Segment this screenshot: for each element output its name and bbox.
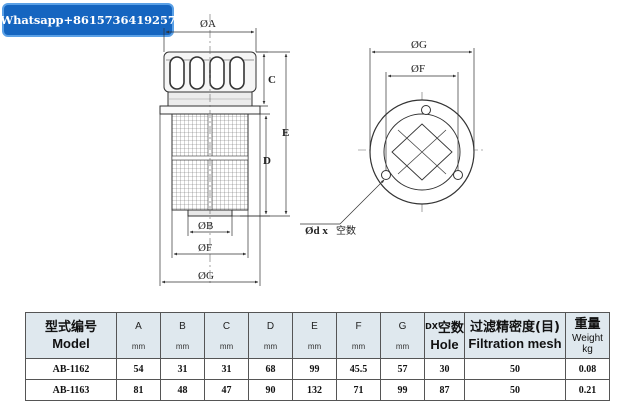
dim-e-label: E bbox=[282, 127, 289, 139]
cell-b: 48 bbox=[160, 379, 205, 401]
cell-d: 68 bbox=[248, 358, 293, 380]
table-row: AB-1163 81 48 47 90 132 71 99 87 50 0.21 bbox=[25, 379, 610, 401]
dim-b-label: ØB bbox=[198, 220, 213, 232]
top-dim-f bbox=[385, 72, 459, 170]
flange-inner-circle bbox=[383, 113, 461, 191]
dim-e bbox=[232, 51, 290, 217]
dim-f bbox=[171, 210, 249, 258]
dim-a-label: ØA bbox=[200, 18, 216, 30]
cell-e: 99 bbox=[292, 358, 337, 380]
header-hole: DX空数 Hole bbox=[424, 312, 465, 359]
dim-a bbox=[163, 28, 257, 52]
cell-c: 31 bbox=[204, 358, 249, 380]
cell-d: 90 bbox=[248, 379, 293, 401]
cell-mesh: 50 bbox=[464, 379, 566, 401]
top-dim-f-label: ØF bbox=[411, 63, 425, 75]
hole-label: Ød x bbox=[305, 225, 328, 237]
top-view-flange: ØG ØF Ød x 空数 bbox=[300, 39, 486, 237]
dim-c-label: C bbox=[268, 74, 276, 86]
header-weight: 重量 Weight kg bbox=[565, 312, 610, 359]
top-dim-g-label: ØG bbox=[411, 39, 427, 51]
technical-drawing: ØA C D E ØB ØF bbox=[159, 14, 486, 286]
cap-slots bbox=[169, 56, 245, 90]
dim-f-label: ØF bbox=[198, 242, 212, 254]
hole-label-cn: 空数 bbox=[336, 224, 356, 237]
cell-weight: 0.08 bbox=[565, 358, 610, 380]
whatsapp-contact-banner: Whatsapp+8615736419257 bbox=[0, 3, 176, 37]
dim-g-label: ØG bbox=[198, 270, 214, 282]
cell-b: 31 bbox=[160, 358, 205, 380]
cell-f: 45.5 bbox=[336, 358, 381, 380]
bore-outline bbox=[391, 123, 453, 181]
cell-a: 81 bbox=[116, 379, 161, 401]
cell-mesh: 50 bbox=[464, 358, 566, 380]
cell-e: 132 bbox=[292, 379, 337, 401]
whatsapp-contact-text: Whatsapp+8615736419257 bbox=[0, 13, 176, 27]
dim-c bbox=[256, 51, 268, 107]
header-model: 型式编号 Model bbox=[25, 312, 117, 359]
cell-weight: 0.21 bbox=[565, 379, 610, 401]
dim-d-label: D bbox=[263, 155, 271, 167]
cell-model: AB-1162 bbox=[25, 358, 117, 380]
cell-f: 71 bbox=[336, 379, 381, 401]
top-dim-g bbox=[369, 48, 475, 152]
mounting-holes bbox=[381, 105, 463, 180]
header-filtration: 过滤精密度(目) Filtration mesh bbox=[464, 312, 566, 359]
cell-g: 99 bbox=[380, 379, 425, 401]
dim-g bbox=[159, 114, 261, 286]
cell-g: 57 bbox=[380, 358, 425, 380]
cell-model: AB-1163 bbox=[25, 379, 117, 401]
cell-hole: 87 bbox=[424, 379, 465, 401]
side-view-strainer: ØA C D E ØB ØF bbox=[159, 14, 290, 286]
cell-a: 54 bbox=[116, 358, 161, 380]
dim-b bbox=[187, 216, 233, 236]
cell-c: 47 bbox=[204, 379, 249, 401]
cell-hole: 30 bbox=[424, 358, 465, 380]
table-row: AB-1162 54 31 31 68 99 45.5 57 30 50 0.0… bbox=[25, 358, 610, 380]
